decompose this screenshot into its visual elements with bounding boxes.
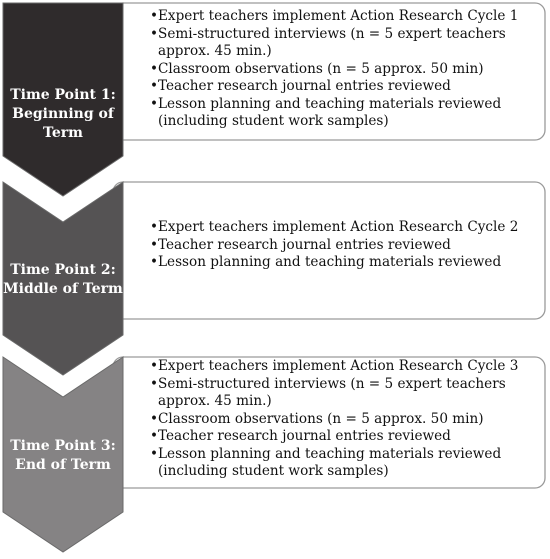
stage-1-item-list: Expert teachers implement Action Researc… <box>150 8 544 131</box>
stage-2-item: Expert teachers implement Action Researc… <box>150 219 544 237</box>
stage-3-item: Lesson planning and teaching materials r… <box>150 446 544 481</box>
stage-2-item: Teacher research journal entries reviewe… <box>150 237 544 255</box>
stage-1-label: Time Point 1: Beginning of Term <box>1 86 125 143</box>
stage-3-item: Teacher research journal entries reviewe… <box>150 428 544 446</box>
stage-1-item: Teacher research journal entries reviewe… <box>150 78 544 96</box>
stage-1-item: Expert teachers implement Action Researc… <box>150 8 544 26</box>
stage-3-label-line2: End of Term <box>15 457 111 473</box>
stage-3-item-list: Expert teachers implement Action Researc… <box>150 358 544 481</box>
stage-3-item: Classroom observations (n = 5 approx. 50… <box>150 411 544 429</box>
stage-1-label-line1: Time Point 1: <box>10 87 116 103</box>
stage-3-item: Semi-structured interviews (n = 5 expert… <box>150 376 544 411</box>
stage-1-item: Classroom observations (n = 5 approx. 50… <box>150 61 544 79</box>
stage-2-label-line2: Middle of Term <box>3 281 123 297</box>
stage-1-item: Lesson planning and teaching materials r… <box>150 96 544 131</box>
stage-2-item-list: Expert teachers implement Action Researc… <box>150 219 544 272</box>
stage-2-label-line1: Time Point 2: <box>10 262 116 278</box>
stage-3-item: Expert teachers implement Action Researc… <box>150 358 544 376</box>
stage-1-item: Semi-structured interviews (n = 5 expert… <box>150 26 544 61</box>
stage-1-label-line2: Beginning of Term <box>12 106 114 141</box>
stage-1-chevron <box>2 2 124 197</box>
stage-3-label-line1: Time Point 3: <box>10 438 116 454</box>
stage-3-chevron <box>2 356 124 553</box>
stage-2-item: Lesson planning and teaching materials r… <box>150 254 544 272</box>
stage-2-chevron <box>2 181 124 376</box>
stage-2-label: Time Point 2: Middle of Term <box>1 261 125 299</box>
stage-3-label: Time Point 3: End of Term <box>1 437 125 475</box>
